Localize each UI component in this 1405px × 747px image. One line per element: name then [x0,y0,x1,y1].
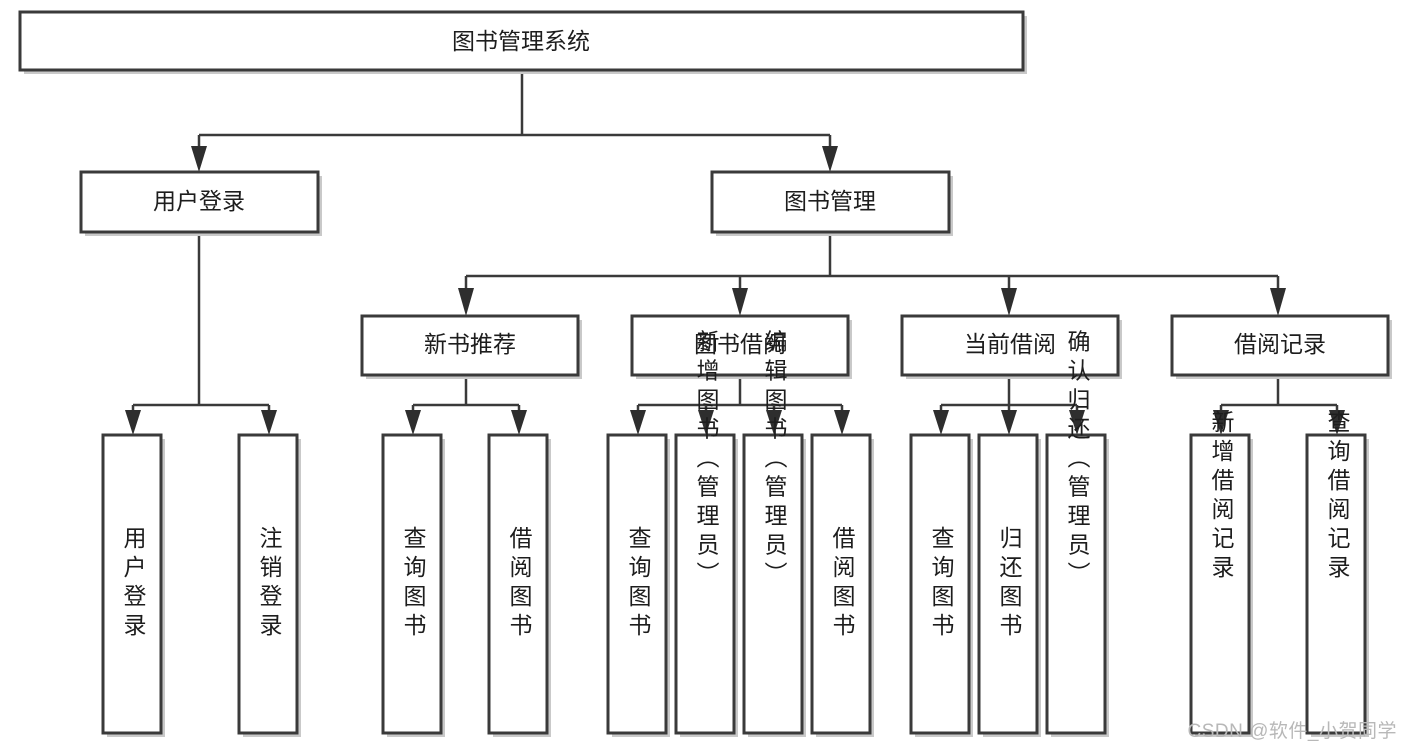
leaf-add-book[interactable]: 新增图书（管理员） [674,330,738,738]
leaf-query-book-3-box[interactable] [909,433,971,735]
edge-layer [125,70,1345,435]
arrow-bookborrow-leaf-2 [698,410,714,435]
arrow-bookborrow-leaf-3 [766,410,782,435]
watermark: CSDN @软件_小贺同学 [1187,721,1397,742]
arrow-bookmgmt-book-borrow [732,288,748,316]
node-book-management[interactable]: 图书管理 [710,170,953,236]
node-borrow-record[interactable]: 借阅记录 [1170,314,1392,379]
user-login-label: 用户登录 [153,188,245,214]
book-management-label: 图书管理 [784,188,876,214]
leaf-logout-login[interactable]: 注销登录 [237,433,301,737]
leaf-add-record[interactable]: 新增借阅记录 [1189,410,1253,737]
borrow-record-box[interactable] [1170,314,1390,377]
arrow-bookborrow-leaf-4 [834,410,850,435]
node-book-borrow[interactable]: 图书借阅 [630,314,852,379]
arrow-userlogin-leaf-1 [125,410,141,435]
node-new-book-recommend[interactable]: 新书推荐 [360,314,582,379]
arrow-userlogin-leaf-2 [261,410,277,435]
leaf-query-record-box[interactable] [1305,433,1367,735]
arrow-currentborrow-leaf-2 [1001,410,1017,435]
arrow-bookmgmt-current-borrow [1001,288,1017,316]
arrow-newbook-leaf-2 [511,410,527,435]
borrow-record-label: 借阅记录 [1234,331,1326,357]
leaf-query-record-label: 查询借阅记录 [1324,410,1351,584]
leaf-confirm-return-label: 确认归还（管理员） [1064,330,1091,591]
leaf-logout-login-label: 注销登录 [256,526,283,642]
leaf-borrow-book-1-label: 借阅图书 [506,526,533,642]
arrow-bookmgmt-borrow-record [1270,288,1286,316]
leaf-query-book-1[interactable]: 查询图书 [381,433,445,737]
root-box[interactable] [18,10,1025,72]
arrow-root-to-book-management [822,146,838,172]
leaf-return-book-label: 归还图书 [996,526,1023,642]
leaf-borrow-book-2-label: 借阅图书 [829,526,856,642]
arrow-currentborrow-leaf-1 [933,410,949,435]
leaf-borrow-book-1[interactable]: 借阅图书 [487,433,551,737]
arrow-newbook-leaf-1 [405,410,421,435]
node-root[interactable]: 图书管理系统 [18,10,1027,74]
leaf-query-book-3-label: 查询图书 [928,526,955,642]
current-borrow-label: 当前借阅 [964,331,1056,357]
leaf-edit-book-label: 编辑图书（管理员） [761,330,788,591]
leaf-confirm-return[interactable]: 确认归还（管理员） [1045,330,1109,738]
leaf-query-book-2[interactable]: 查询图书 [606,433,670,737]
leaf-return-book-box[interactable] [977,433,1039,735]
arrow-borrowrecord-leaf-1 [1213,410,1229,435]
leaf-add-book-label: 新增图书（管理员） [693,330,720,591]
leaf-return-book[interactable]: 归还图书 [977,433,1041,737]
book-borrow-label: 图书借阅 [694,331,786,357]
leaf-borrow-book-2-box[interactable] [810,433,872,735]
book-management-box[interactable] [710,170,951,234]
new-book-recommend-box[interactable] [360,314,580,377]
leaf-add-record-label: 新增借阅记录 [1208,410,1235,584]
leaf-user-login[interactable]: 用户登录 [101,433,165,737]
arrow-borrowrecord-leaf-2 [1329,410,1345,435]
leaf-confirm-return-box[interactable] [1045,433,1107,735]
leaf-query-book-3[interactable]: 查询图书 [909,433,973,737]
book-borrow-box[interactable] [630,314,850,377]
leaf-query-book-2-label: 查询图书 [625,526,652,642]
arrow-currentborrow-leaf-3 [1069,410,1085,435]
leaf-query-book-1-box[interactable] [381,433,443,735]
leaf-user-login-label: 用户登录 [120,526,147,642]
leaf-logout-login-box[interactable] [237,433,299,735]
arrow-bookborrow-leaf-1 [630,410,646,435]
leaf-add-book-box[interactable] [674,433,736,735]
arrow-root-to-user-login [191,146,207,172]
leaf-edit-book[interactable]: 编辑图书（管理员） [742,330,806,738]
node-user-login[interactable]: 用户登录 [79,170,322,236]
leaf-edit-book-box[interactable] [742,433,804,735]
leaf-borrow-book-1-box[interactable] [487,433,549,735]
leaf-borrow-book-2[interactable]: 借阅图书 [810,433,874,737]
leaf-query-record[interactable]: 查询借阅记录 [1305,410,1369,737]
leaf-user-login-box[interactable] [101,433,163,735]
new-book-recommend-label: 新书推荐 [424,331,516,357]
arrow-bookmgmt-new-book [458,288,474,316]
user-login-box[interactable] [79,170,320,234]
node-current-borrow[interactable]: 当前借阅 [900,314,1122,379]
leaf-add-record-box[interactable] [1189,433,1251,735]
current-borrow-box[interactable] [900,314,1120,377]
root-label: 图书管理系统 [452,28,590,54]
leaf-query-book-2-box[interactable] [606,433,668,735]
leaf-query-book-1-label: 查询图书 [400,526,427,642]
